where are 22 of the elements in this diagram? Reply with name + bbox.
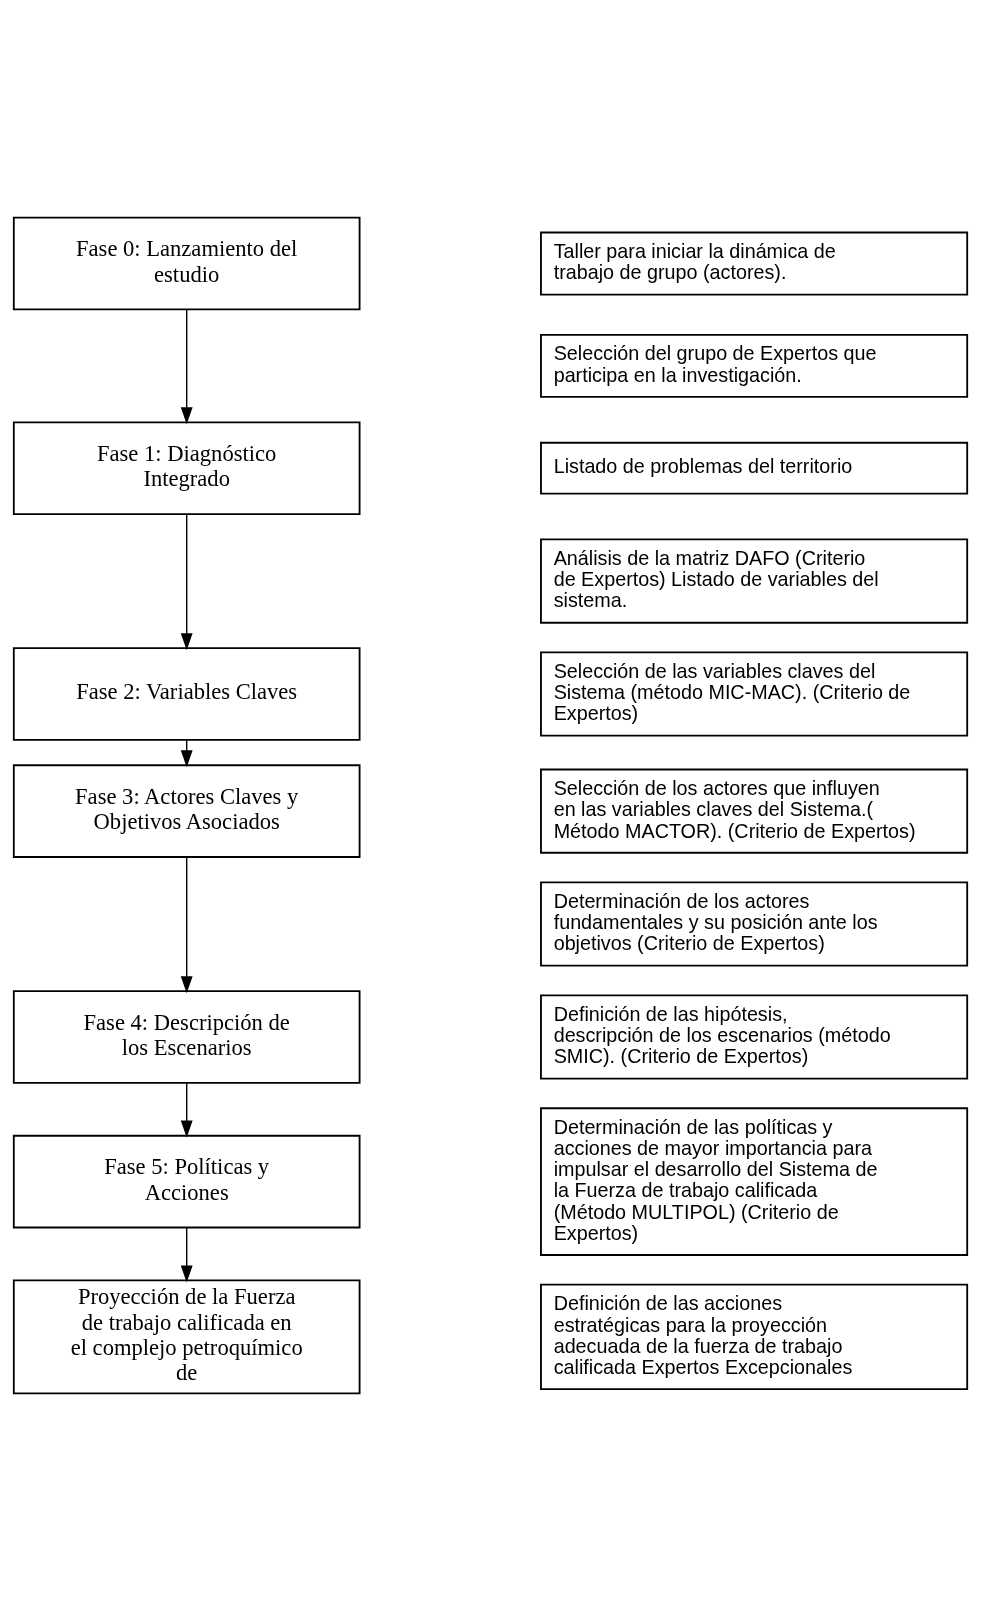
arrow [180, 512, 193, 650]
node-box: Proyección de la Fuerza de trabajo calificada en el complejo petroquímico de [12, 1279, 361, 1394]
node-box: Taller para iniciar la dinámica de trabajo de grupo (actores). [540, 231, 969, 295]
node-box: Fase 4: Descripción de los Escenarios [12, 989, 361, 1084]
node-box: Fase 1: Diagnóstico Integrado [12, 420, 361, 515]
node-box: Análisis de la matriz DAFO (Criterio de Expertos) Listado de variables del sistema. [540, 538, 969, 624]
arrow [180, 308, 193, 424]
arrow [180, 855, 193, 993]
node-box: Fase 5: Políticas y Acciones [12, 1134, 361, 1228]
node-box: Listado de problemas del territorio [540, 441, 969, 494]
node-box: Definición de las hipótesis, descripción de los escenarios (método SMIC). (Criterio de Expertos) [540, 993, 969, 1080]
node-box: Definición de las acciones estratégicas para la proyección adecuada de la fuerza de trabajo calificada Expertos Excepcionales [540, 1283, 969, 1390]
node-box: Determinación de los actores fundamentales y su posición ante los objetivos (Criterio de Expertos) [540, 881, 969, 967]
arrow [180, 1081, 193, 1138]
node-box: Determinación de las políticas y acciones de mayor importancia para impulsar el desarrollo del Sistema de la Fuerza de trabajo calificada (Método MULTIPOL) (Criterio de Expertos) [540, 1106, 969, 1256]
node-box: Selección de las variables claves del Sistema (método MIC-MAC). (Criterio de Expertos) [540, 650, 969, 737]
node-box: Selección de los actores que influyen en las variables claves del Sistema.( Método MACTOR). (Criterio de Expertos) [540, 768, 969, 854]
arrow [180, 1226, 193, 1282]
node-box: Fase 3: Actores Claves y Objetivos Asociados [12, 763, 361, 858]
node-box: Selección del grupo de Expertos que participa en la investigación. [540, 333, 969, 398]
node-box: Fase 0: Lanzamiento del estudio [12, 216, 361, 310]
node-box: Fase 2: Variables Claves [12, 646, 361, 741]
